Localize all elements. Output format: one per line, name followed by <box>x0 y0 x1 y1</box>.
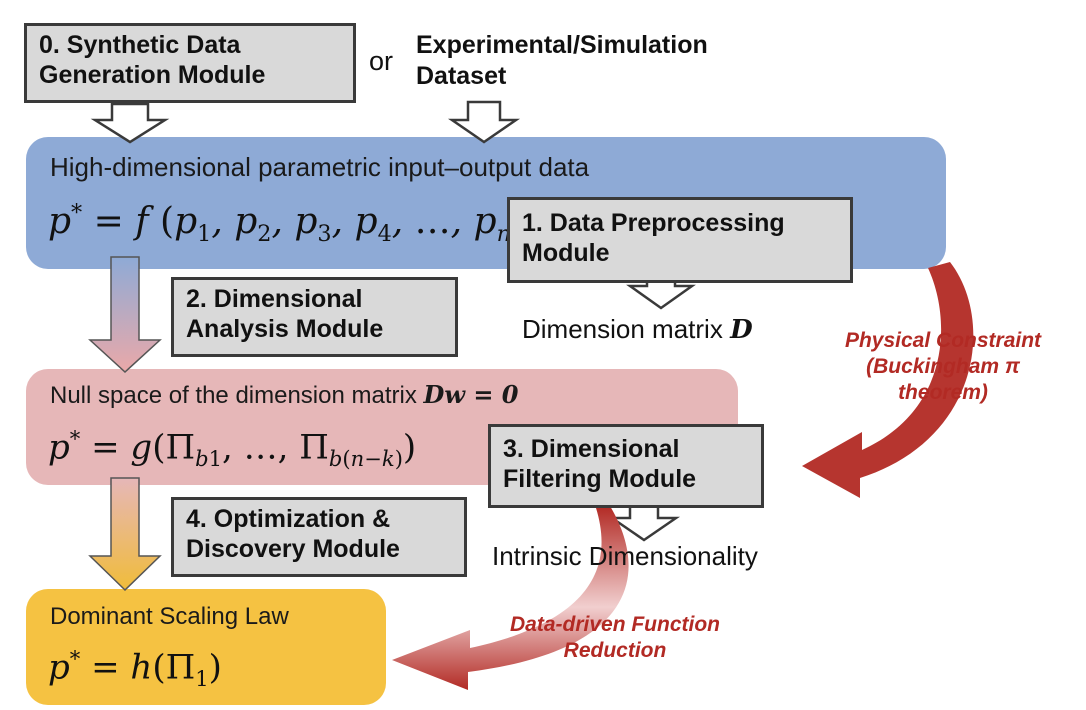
experimental-down-arrow <box>447 100 521 144</box>
input-output-equation: p* = f (p1, p2, p3, p4, …, pn) <box>48 200 525 248</box>
intrinsic-dimensionality-label: Intrinsic Dimensionality <box>492 541 758 571</box>
discovery-down-arrow <box>88 477 162 592</box>
physical-constraint-line3: theorem) <box>898 381 988 404</box>
data-driven-label: Data-driven Function Reduction <box>470 612 760 664</box>
null-space-title-text: Null space of the dimension matrix <box>50 382 417 409</box>
synthetic-data-module: 0. Synthetic Data Generation Module <box>24 23 356 103</box>
data-driven-line2: Reduction <box>563 639 667 662</box>
analysis-down-arrow <box>88 256 162 374</box>
dimensional-analysis-module: 2. Dimensional Analysis Module <box>171 277 458 357</box>
null-space-title-math: Dw = 0 <box>423 380 519 409</box>
data-preprocessing-module: 1. Data Preprocessing Module <box>507 197 853 283</box>
module4-line2: Discovery Module <box>186 535 400 563</box>
scaling-law-title: Dominant Scaling Law <box>50 603 289 630</box>
module3-line1: 3. Dimensional <box>503 435 680 463</box>
or-text: or <box>369 46 394 76</box>
scaling-law-panel <box>26 589 386 705</box>
dimension-matrix-label: Dimension matrix D <box>522 314 753 345</box>
physical-constraint-curve <box>802 262 974 498</box>
dimensional-filtering-module: 3. Dimensional Filtering Module <box>488 424 764 508</box>
null-space-title: Null space of the dimension matrix Dw = … <box>50 380 519 410</box>
physical-constraint-line2: (Buckingham π <box>866 355 1020 378</box>
optimization-discovery-module: 4. Optimization & Discovery Module <box>171 497 467 577</box>
synthetic-module-line2: Generation Module <box>39 61 266 89</box>
module1-line2: Module <box>522 239 610 267</box>
experimental-dataset-label: Experimental/Simulation Dataset <box>416 30 708 92</box>
synthetic-down-arrow <box>90 102 170 144</box>
module3-line2: Filtering Module <box>503 465 697 493</box>
dimension-matrix-text: Dimension matrix <box>522 314 723 344</box>
synthetic-module-line1: 0. Synthetic Data <box>39 31 241 59</box>
experimental-line1: Experimental/Simulation <box>416 31 708 59</box>
module2-line1: 2. Dimensional <box>186 285 363 313</box>
data-driven-line1: Data-driven Function <box>509 613 720 636</box>
experimental-line2: Dataset <box>416 62 507 90</box>
module2-line2: Analysis Module <box>186 315 384 343</box>
dimension-matrix-symbol: D <box>730 315 753 345</box>
scaling-law-equation: p* = h(Π1) <box>48 646 222 692</box>
null-space-equation: p* = g(Πb1, …, Πb(n−k)) <box>48 426 417 472</box>
physical-constraint-label: Physical Constraint (Buckingham π theore… <box>800 328 1086 406</box>
module1-line1: 1. Data Preprocessing <box>522 209 785 237</box>
module4-line1: 4. Optimization & <box>186 505 391 533</box>
data-driven-curve <box>392 506 629 690</box>
physical-constraint-line1: Physical Constraint <box>844 329 1042 352</box>
input-output-title: High-dimensional parametric input–output… <box>50 152 590 182</box>
